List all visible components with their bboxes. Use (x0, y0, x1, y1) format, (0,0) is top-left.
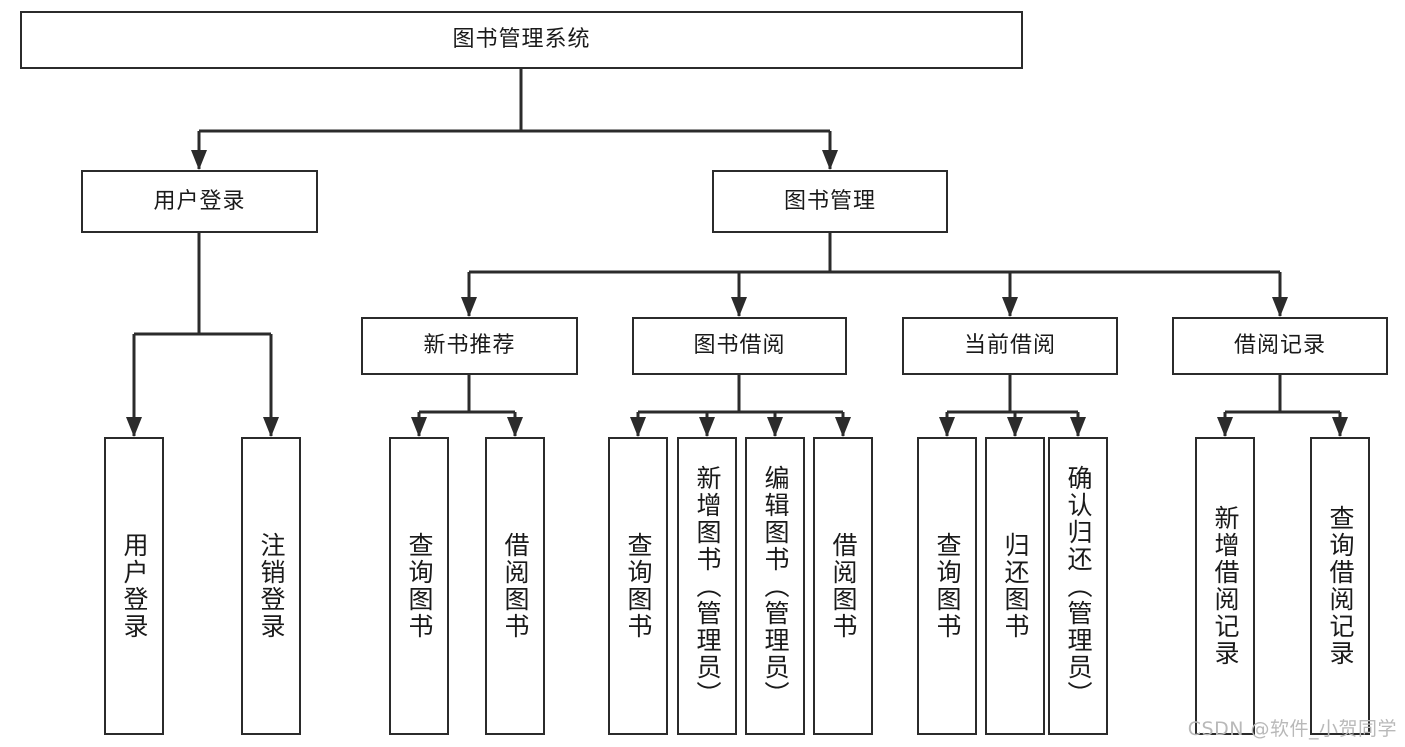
node-leaf-query-books-3[interactable]: 查询图书 (917, 437, 977, 735)
node-label: 查询图书 (624, 532, 653, 640)
node-label: 当前借阅 (963, 333, 1056, 359)
node-label: 新书推荐 (423, 333, 516, 359)
node-label: 查询图书 (405, 532, 434, 640)
node-book-management[interactable]: 图书管理 (712, 170, 948, 233)
node-label: 借阅记录 (1233, 333, 1326, 359)
node-book-borrow[interactable]: 图书借阅 (632, 317, 847, 375)
node-current-borrow[interactable]: 当前借阅 (902, 317, 1118, 375)
node-leaf-query-borrow-record[interactable]: 查询借阅记录 (1310, 437, 1370, 735)
node-label: 用户登录 (120, 532, 149, 640)
node-new-book-recommend[interactable]: 新书推荐 (361, 317, 578, 375)
node-leaf-return-books[interactable]: 归还图书 (985, 437, 1045, 735)
node-leaf-logout[interactable]: 注销登录 (241, 437, 301, 735)
node-label: 借阅图书 (501, 532, 530, 640)
node-leaf-user-login[interactable]: 用户登录 (104, 437, 164, 735)
node-label: 图书借阅 (693, 333, 786, 359)
node-label: 查询借阅记录 (1326, 505, 1355, 667)
node-label: 查询图书 (933, 532, 962, 640)
node-leaf-add-book-admin[interactable]: 新增图书（管理员） (677, 437, 737, 735)
node-label: 新增借阅记录 (1211, 505, 1240, 667)
node-root[interactable]: 图书管理系统 (20, 11, 1023, 69)
node-label: 确认归还（管理员） (1064, 464, 1093, 708)
node-leaf-borrow-books-1[interactable]: 借阅图书 (485, 437, 545, 735)
node-label: 图书管理系统 (452, 27, 591, 53)
node-leaf-edit-book-admin[interactable]: 编辑图书（管理员） (745, 437, 805, 735)
node-label: 归还图书 (1001, 532, 1030, 640)
watermark: CSDN @软件_小贺同学 (1187, 718, 1397, 740)
node-leaf-confirm-return-admin[interactable]: 确认归还（管理员） (1048, 437, 1108, 735)
node-user-login[interactable]: 用户登录 (81, 170, 318, 233)
node-leaf-add-borrow-record[interactable]: 新增借阅记录 (1195, 437, 1255, 735)
node-label: 编辑图书（管理员） (761, 464, 790, 708)
node-label: 注销登录 (257, 532, 286, 640)
node-label: 借阅图书 (829, 532, 858, 640)
node-leaf-query-books-2[interactable]: 查询图书 (608, 437, 668, 735)
node-label: 图书管理 (783, 188, 876, 214)
node-label: 用户登录 (153, 188, 246, 214)
node-leaf-query-books-1[interactable]: 查询图书 (389, 437, 449, 735)
node-leaf-borrow-books-2[interactable]: 借阅图书 (813, 437, 873, 735)
node-label: 新增图书（管理员） (693, 464, 722, 708)
node-borrow-records[interactable]: 借阅记录 (1172, 317, 1388, 375)
